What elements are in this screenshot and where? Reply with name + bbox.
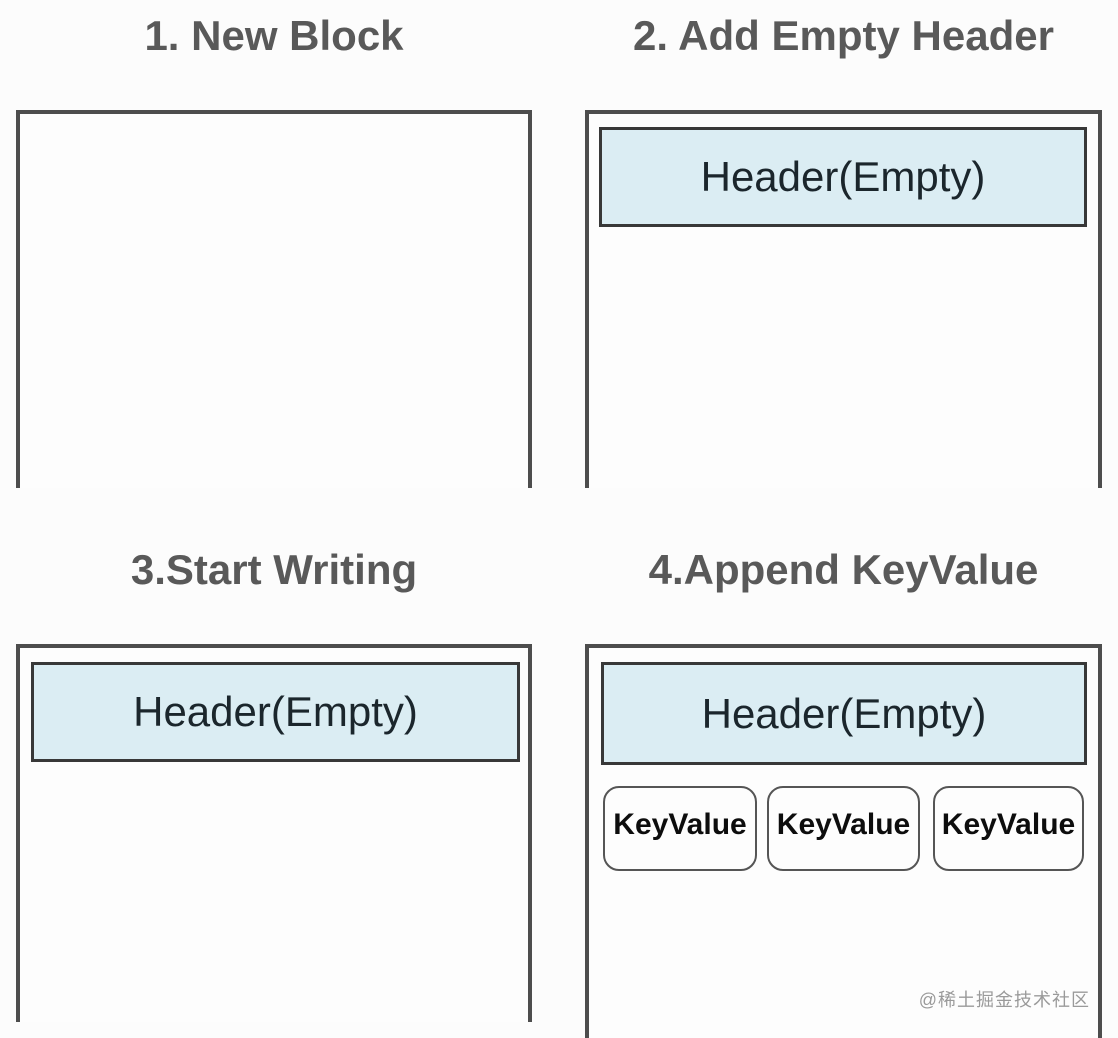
step-2-title: 2. Add Empty Header [633,12,1054,59]
keyvalue-box-3: KeyValue [933,786,1084,871]
panel-2-header-label: Header(Empty) [700,153,986,200]
keyvalue-label-1: KeyValue [613,807,747,841]
panel-1-new-block [16,110,532,488]
panel-3-header-label: Header(Empty) [133,688,418,735]
keyvalue-label-2: KeyValue [776,807,911,841]
step-1-title: 1. New Block [144,12,404,59]
panel-3-header-bar: Header(Empty) [31,662,520,762]
panel-4-header-label: Header(Empty) [701,689,987,737]
keyvalue-box-2: KeyValue [767,786,920,871]
watermark-text: @稀土掘金技术社区 [918,990,1090,1010]
panel-2-header-bar: Header(Empty) [599,127,1087,227]
step-3-title: 3.Start Writing [130,546,418,593]
panel-4-header-bar: Header(Empty) [601,662,1087,765]
step-4-title: 4.Append KeyValue [648,546,1039,593]
keyvalue-label-3: KeyValue [941,807,1076,841]
keyvalue-box-1: KeyValue [603,786,757,871]
